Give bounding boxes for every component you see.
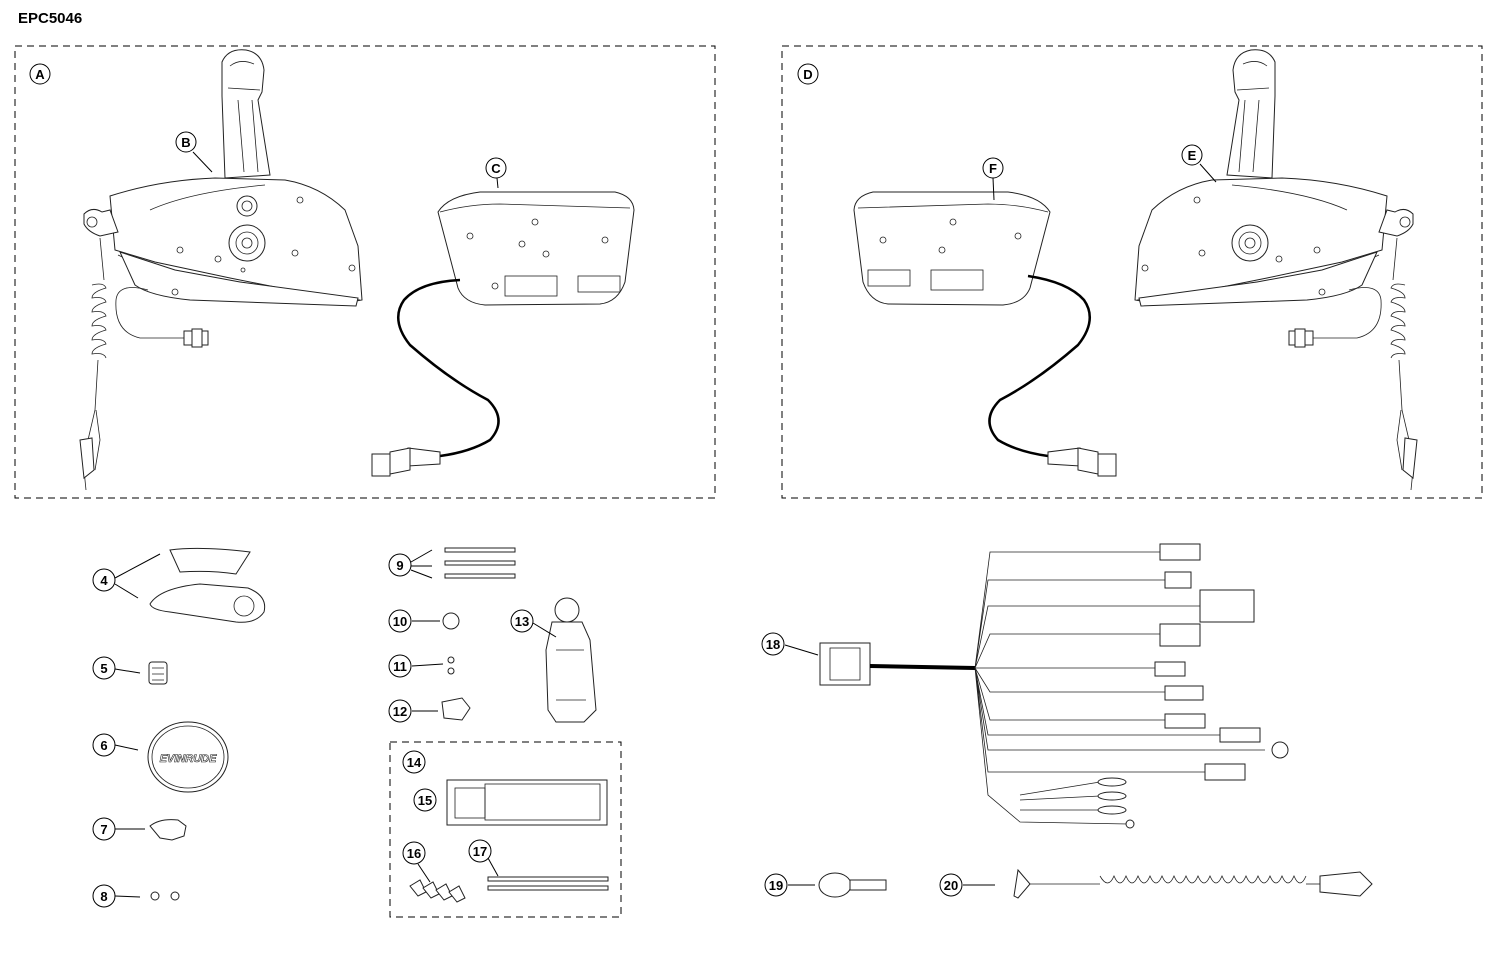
callout-4: 4 — [92, 568, 116, 592]
callout-9: 9 — [388, 553, 412, 577]
svg-text:19: 19 — [769, 878, 783, 893]
callout-15: 15 — [413, 788, 437, 812]
diagram-code: EPC5046 — [18, 10, 83, 27]
svg-text:14: 14 — [407, 755, 422, 770]
callout-10: 10 — [388, 609, 412, 633]
svg-text:C: C — [491, 161, 501, 176]
part-12-plate — [441, 697, 471, 721]
svg-text:D: D — [803, 67, 812, 82]
callout-12: 12 — [388, 699, 412, 723]
callout-17: 17 — [468, 839, 492, 863]
callout-A: A — [29, 63, 51, 85]
svg-text:15: 15 — [418, 793, 432, 808]
cap-logo-text: EVINRUDE — [160, 753, 218, 765]
callout-E: E — [1181, 144, 1203, 166]
svg-text:7: 7 — [100, 822, 107, 837]
svg-text:A: A — [35, 67, 45, 82]
kit-box-14 — [389, 741, 622, 918]
part-17-cable-ties — [487, 876, 609, 891]
callout-6: 6 — [92, 733, 116, 757]
control-unit-right — [1134, 49, 1418, 491]
svg-text:6: 6 — [100, 738, 107, 753]
part-8-nuts — [150, 891, 180, 901]
assembly-box-left — [14, 45, 716, 499]
callout-13: 13 — [510, 609, 534, 633]
part-9-pins — [444, 547, 516, 579]
svg-text:16: 16 — [407, 846, 421, 861]
svg-text:12: 12 — [393, 704, 407, 719]
part-10-ring — [442, 612, 460, 630]
svg-text:10: 10 — [393, 614, 407, 629]
part-16-screws — [409, 879, 466, 903]
assembly-box-right — [781, 45, 1483, 499]
svg-text:18: 18 — [766, 637, 780, 652]
callout-5: 5 — [92, 656, 116, 680]
part-7-fitting — [149, 819, 187, 841]
control-unit-left — [79, 49, 363, 491]
svg-text:8: 8 — [100, 889, 107, 904]
svg-text:11: 11 — [393, 659, 407, 674]
callout-8: 8 — [92, 884, 116, 908]
svg-text:4: 4 — [100, 573, 108, 588]
callout-B: B — [175, 131, 197, 153]
svg-text:E: E — [1188, 148, 1197, 163]
part-5-clip — [148, 661, 168, 685]
part-6-cap: EVINRUDE — [147, 721, 229, 793]
svg-text:B: B — [181, 135, 190, 150]
svg-text:5: 5 — [100, 661, 107, 676]
callout-20: 20 — [939, 873, 963, 897]
callout-16: 16 — [402, 841, 426, 865]
display-gauge-right — [853, 191, 1117, 477]
part-15-bracket — [446, 779, 608, 826]
callout-F: F — [982, 157, 1004, 179]
part-19-key — [818, 872, 887, 898]
part-4-covers — [149, 547, 266, 623]
callout-19: 19 — [764, 873, 788, 897]
svg-text:9: 9 — [396, 558, 403, 573]
callout-14: 14 — [402, 750, 426, 774]
callout-7: 7 — [92, 817, 116, 841]
callout-D: D — [797, 63, 819, 85]
part-13-grip — [545, 597, 597, 723]
svg-text:20: 20 — [944, 878, 958, 893]
callout-11: 11 — [388, 654, 412, 678]
svg-text:F: F — [989, 161, 997, 176]
callout-C: C — [485, 157, 507, 179]
svg-text:17: 17 — [473, 844, 487, 859]
part-20-lanyard — [1013, 868, 1373, 899]
leader-lines — [114, 151, 1217, 898]
callout-18: 18 — [761, 632, 785, 656]
display-gauge-left — [371, 191, 635, 477]
part-11-screws — [447, 656, 455, 675]
part-18-harness — [819, 543, 1289, 829]
svg-text:13: 13 — [515, 614, 529, 629]
